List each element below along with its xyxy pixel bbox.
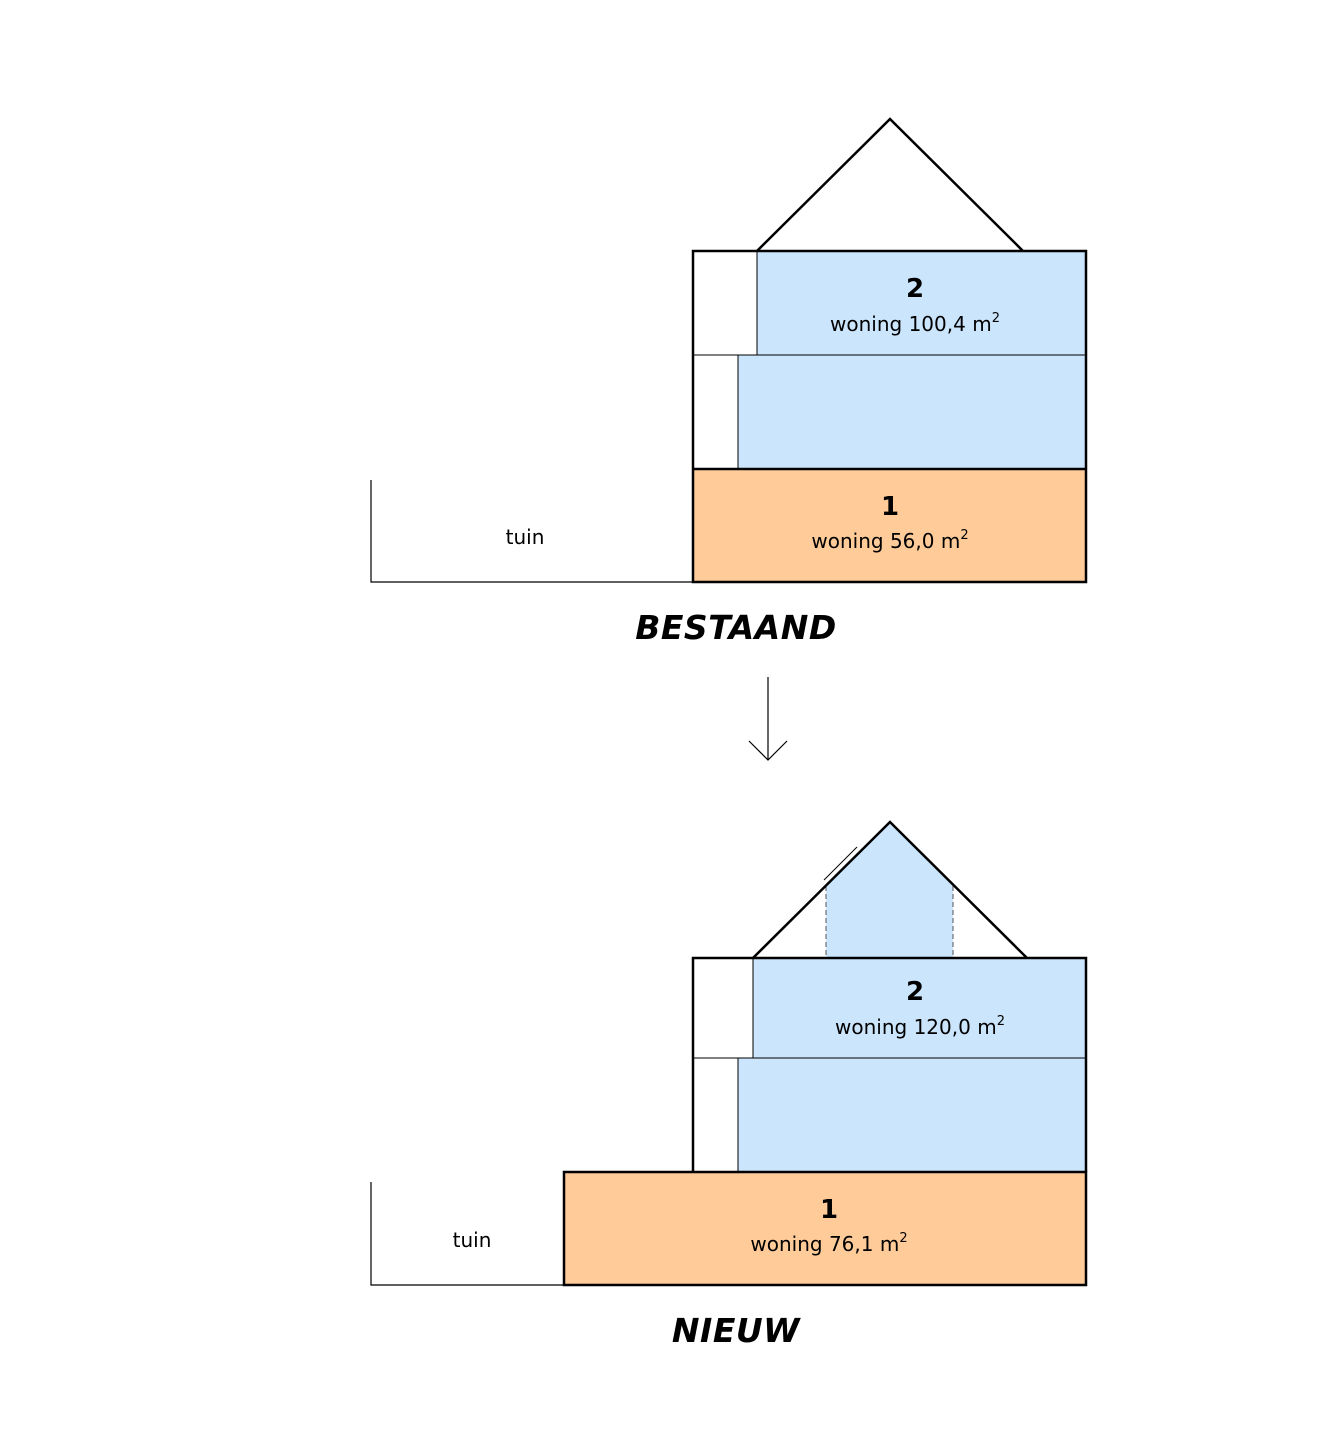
- bestaand-unit1-area-label: woning 56,0 m2: [811, 528, 968, 553]
- nieuw-garden-outline: [370, 1182, 564, 1286]
- bestaand-garden-label: tuin: [506, 525, 545, 549]
- nieuw-section: tuin 2 woning 120,0 m2 1 woning 76,1 m2 …: [370, 820, 1088, 1350]
- nieuw-unit1-area-label: woning 76,1 m2: [750, 1231, 907, 1256]
- bestaand-unit2-number: 2: [906, 274, 924, 304]
- nieuw-title: NIEUW: [672, 1311, 801, 1350]
- down-arrow-icon: [748, 677, 788, 761]
- nieuw-garden-label: tuin: [453, 1228, 492, 1252]
- nieuw-unit2-attic-floor: [752, 957, 1087, 1059]
- bestaand-unit2-attic-floor: [756, 250, 1087, 356]
- bestaand-unit2-lower-floor: [737, 354, 1087, 470]
- bestaand-title: BESTAAND: [635, 608, 837, 647]
- nieuw-unit1-area: [562, 1170, 1088, 1287]
- bestaand-section: tuin 2 woning 100,4 m2 1 woning 56,0 m2 …: [370, 117, 1088, 647]
- nieuw-roof-window-mark: [823, 846, 858, 881]
- nieuw-dormer-area: [826, 822, 953, 958]
- nieuw-unit2-lower-floor: [737, 1057, 1087, 1173]
- bestaand-unit1-number: 1: [881, 492, 899, 522]
- nieuw-building-outline: [691, 956, 1088, 1172]
- nieuw-roof: [752, 820, 1028, 959]
- nieuw-unit1-number: 1: [820, 1195, 838, 1225]
- bestaand-unit2-area-label: woning 100,4 m2: [830, 311, 1000, 336]
- nieuw-unit2-area-label: woning 120,0 m2: [835, 1014, 1005, 1039]
- nieuw-unit2-number: 2: [906, 977, 924, 1007]
- bestaand-building-outline: [691, 249, 1088, 584]
- bestaand-unit1-area: [693, 469, 1086, 582]
- bestaand-garden-outline: [370, 480, 693, 583]
- bestaand-roof: [756, 117, 1024, 252]
